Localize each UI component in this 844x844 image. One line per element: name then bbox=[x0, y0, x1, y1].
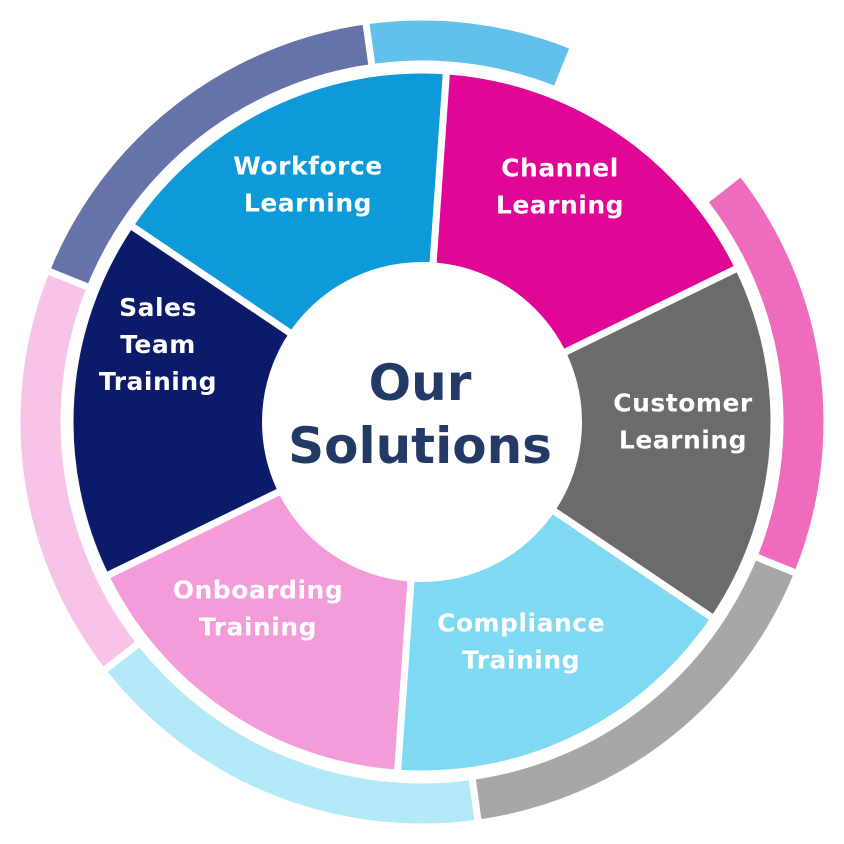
onboarding-training-label-line-2: Training bbox=[199, 613, 317, 642]
workforce-learning-label-line-2: Learning bbox=[244, 189, 372, 218]
channel-learning-label-line-2: Learning bbox=[496, 191, 624, 220]
outer-ring bbox=[13, 13, 831, 831]
sales-team-training-label-line-3: Training bbox=[99, 367, 217, 396]
compliance-training-label-line-1: Compliance bbox=[437, 609, 605, 638]
segment-labels: WorkforceLearningChannelLearningCustomer… bbox=[99, 152, 753, 675]
center-title-line-1: Our bbox=[369, 354, 472, 412]
customer-learning-label-line-1: Customer bbox=[613, 389, 753, 418]
sales-team-training-label-line-2: Team bbox=[120, 330, 196, 359]
channel-learning-label-line-1: Channel bbox=[501, 154, 619, 183]
center-circle bbox=[265, 265, 579, 579]
sales-team-training-label-line-1: Sales bbox=[119, 293, 197, 322]
customer-learning-label-line-2: Learning bbox=[619, 426, 747, 455]
compliance-training-label-line-2: Training bbox=[462, 646, 580, 675]
workforce-learning-label-line-1: Workforce bbox=[233, 152, 382, 181]
center-title-line-2: Solutions bbox=[288, 417, 552, 475]
onboarding-training-label-line-1: Onboarding bbox=[173, 576, 343, 605]
sales-team-training-outer-band bbox=[41, 16, 377, 293]
